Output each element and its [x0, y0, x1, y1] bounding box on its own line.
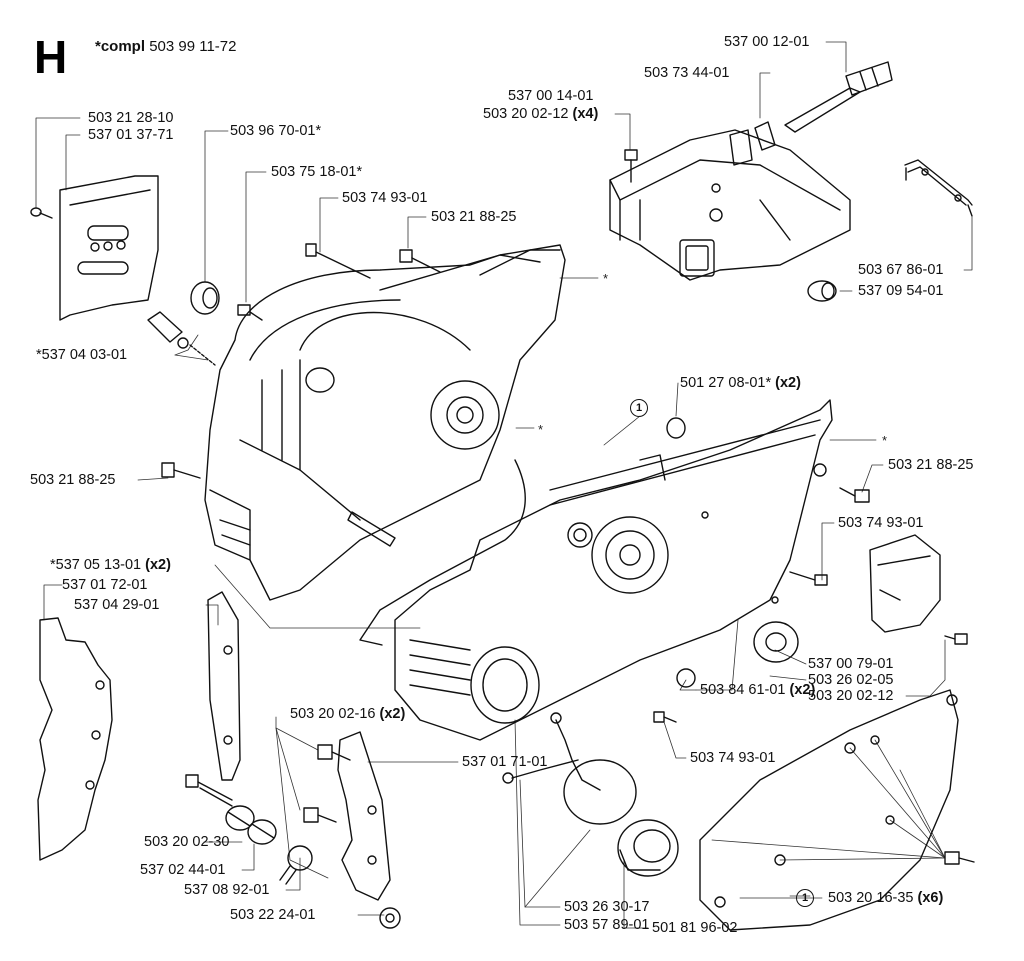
right-crankcase-part: [394, 399, 833, 741]
part-label: 503 96 70-01*: [230, 123, 322, 139]
gasket-part: [359, 459, 526, 646]
part-label: 503 20 02-30: [144, 834, 230, 850]
bolt-part: [399, 249, 441, 273]
oil-seal-part: [753, 621, 799, 663]
screw-part: [944, 851, 975, 865]
small-screw-part: [944, 633, 968, 645]
chain-catcher-part: [37, 617, 113, 861]
spacer-plate-part: [207, 591, 241, 781]
part-label: 503 67 86-01: [858, 262, 944, 278]
part-label: 537 08 92-01: [184, 882, 270, 898]
part-label: 503 57 89-01: [564, 917, 650, 933]
part-label: *537 05 13-01 (x2): [50, 557, 171, 573]
fuel-hose-part: [502, 712, 601, 791]
pin-part: [147, 311, 216, 366]
asterisk-marker: *: [882, 433, 888, 448]
screw-part: [624, 149, 638, 183]
part-label: 503 21 88-25: [431, 209, 517, 225]
choke-rod-part: [784, 61, 893, 133]
part-label: 537 02 44-01: [140, 862, 226, 878]
bottom-plate-part: [699, 689, 959, 931]
complete-assembly-number: *compl 503 99 11-72: [95, 38, 237, 55]
asterisk-marker: *: [603, 271, 609, 286]
part-label: 503 20 02-12: [808, 688, 894, 704]
reference-marker: 1: [796, 889, 814, 907]
part-label: 503 26 02-05: [808, 672, 894, 688]
part-label: 503 20 02-12 (x4): [483, 106, 599, 122]
part-label: *537 04 03-01: [36, 347, 128, 363]
left-crankcase-part: [204, 244, 566, 601]
tank-cap-part: [617, 819, 679, 877]
part-label: 537 04 29-01: [74, 597, 160, 613]
fuel-line-part: [904, 159, 973, 217]
part-label: 503 21 88-25: [888, 457, 974, 473]
part-label: 503 20 02-16 (x2): [290, 706, 406, 722]
leader-lines: [35, 41, 973, 929]
bolt-part: [303, 807, 337, 823]
part-label: 503 21 28-10: [88, 110, 174, 126]
bushing-part: [666, 417, 686, 439]
bolt-part: [839, 487, 870, 503]
part-label: 503 74 93-01: [342, 190, 428, 206]
grommet-part: [807, 280, 837, 302]
sleeve-part: [225, 805, 277, 845]
bolt-part: [185, 774, 233, 807]
carburetor-cover-part: [609, 121, 851, 281]
section-letter: H: [34, 31, 68, 83]
part-label: 503 73 44-01: [644, 65, 730, 81]
bolt-part: [305, 243, 371, 279]
o-ring-part: [563, 759, 637, 825]
bolt-part: [237, 304, 263, 321]
spring-part: [347, 511, 396, 547]
bolt-part: [161, 462, 201, 479]
bolt-part: [279, 845, 313, 885]
part-label: 503 74 93-01: [838, 515, 924, 531]
part-label: 503 26 30-17: [564, 899, 650, 915]
part-label: 503 21 88-25: [30, 472, 116, 488]
part-label: 537 01 37-71: [88, 127, 174, 143]
asterisk-marker: *: [538, 422, 544, 437]
nut-part: [379, 907, 401, 929]
part-label: 503 74 93-01: [690, 750, 776, 766]
bolt-part: [653, 711, 677, 723]
part-label: 537 00 14-01: [508, 88, 594, 104]
bolt-part: [789, 571, 828, 586]
damper-part: [676, 668, 696, 688]
bushing-part: [190, 281, 220, 315]
part-label: 501 27 08-01* (x2): [680, 375, 801, 391]
part-label: 501 81 96-02: [652, 920, 738, 936]
compl-number: 503 99 11-72: [149, 38, 237, 55]
part-label: 503 20 16-35 (x6): [828, 890, 944, 906]
air-deflector-part: [869, 534, 941, 633]
part-label: 537 01 71-01: [462, 754, 548, 770]
compl-prefix: *compl: [95, 38, 146, 55]
small-screw-part: [30, 207, 53, 219]
part-label: 537 00 79-01: [808, 656, 894, 672]
part-label: 537 09 54-01: [858, 283, 944, 299]
bracket-part: [337, 731, 391, 901]
part-label: 537 00 12-01: [724, 34, 810, 50]
part-label: 503 22 24-01: [230, 907, 316, 923]
guard-plate-part: [59, 175, 159, 321]
part-label: 503 75 18-01*: [271, 164, 363, 180]
part-label: 537 01 72-01: [62, 577, 148, 593]
part-label: 503 84 61-01 (x2): [700, 682, 816, 698]
reference-marker: 1: [630, 399, 648, 417]
bolt-part: [317, 744, 351, 761]
